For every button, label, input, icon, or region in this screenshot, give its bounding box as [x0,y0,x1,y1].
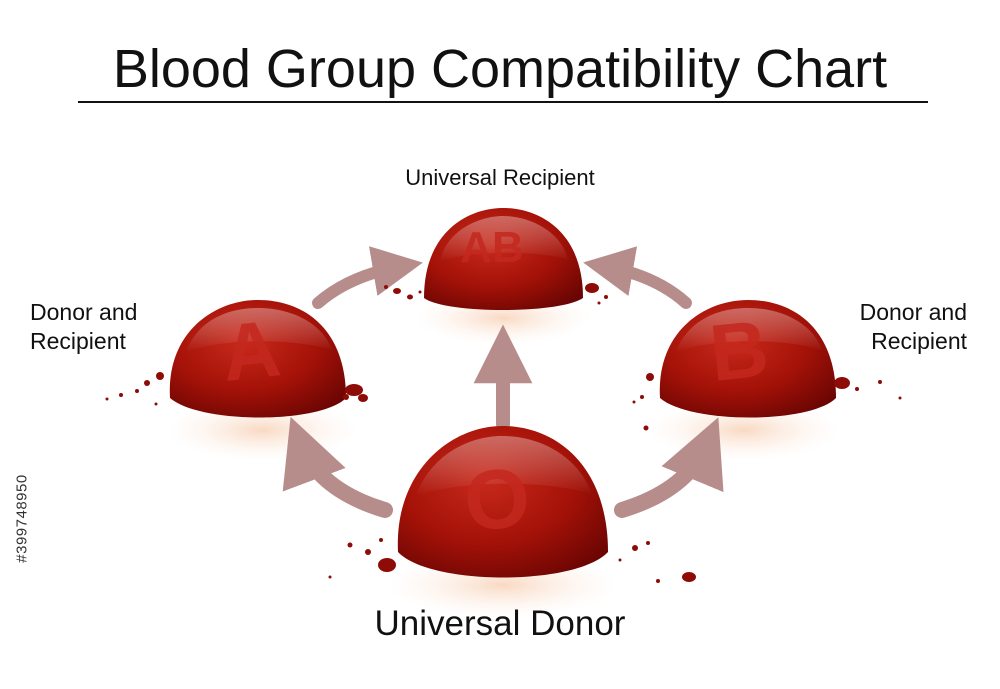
blood-drop-o: O [397,426,608,578]
label-a-line-1: Donor and [30,299,138,325]
stock-id-label: #399748950 [13,474,31,563]
group-label-a: A [218,303,285,398]
arrow-o-to-b [614,417,724,518]
universal-recipient-label: Universal Recipient [405,165,595,190]
donor-and-recipient-label-b: Donor and Recipient [860,298,967,356]
chart-title: Blood Group Compatibility Chart [112,39,888,99]
donor-and-recipient-label-a: Donor and Recipient [30,298,137,356]
universal-donor-label: Universal Donor [374,604,626,643]
blood-drop-ab: AB [424,208,583,310]
label-b-line-1: Donor and [859,299,967,325]
arrow-b-to-ab [583,246,692,309]
group-label-b: B [706,303,773,398]
blood-drop-b: B [659,300,836,418]
arrow-a-to-ab [312,246,423,309]
blood-splatter [105,283,902,583]
blood-drop-a: A [169,300,346,418]
title-underline [78,101,928,103]
arrow-o-to-a [282,416,393,518]
group-label-o: O [460,449,535,549]
group-label-ab: AB [460,223,524,272]
label-a-line-2: Recipient [30,327,126,354]
label-b-line-2: Recipient [871,327,967,354]
